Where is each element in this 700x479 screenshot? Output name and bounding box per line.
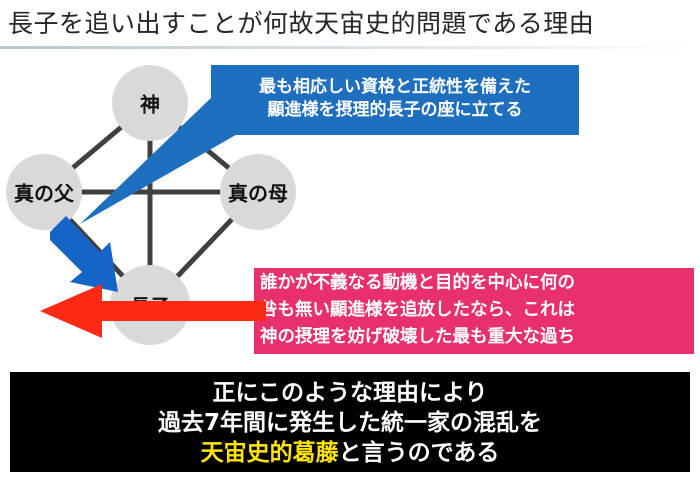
banner-highlight: 天宙史的葛藤 — [200, 440, 339, 466]
pink-callout-line: 神の摂理を妨げ破壊した最も重大な過ち — [260, 327, 575, 347]
node-god — [112, 65, 188, 141]
red-expulsion-arrow — [40, 284, 266, 338]
blue-arrow — [50, 216, 118, 292]
banner-line-1: 正にこのような理由により — [212, 380, 488, 406]
banner-line-2: 過去7年間に発生した統一家の混乱を — [157, 410, 542, 436]
blue-callout: 最も相応しい資格と正統性を備えた 顯進様を摂理的長子の座に立てる — [211, 65, 579, 135]
pink-callout-line: 咎も無い顯進様を追放したなら、これは — [260, 300, 575, 320]
title-divider — [0, 46, 700, 49]
pink-callout-line: 誰かが不義なる動機と目的を中心に何の — [260, 273, 575, 293]
page-title: 長子を追い出すことが何故天宙史的問題である理由 — [8, 9, 595, 38]
node-label-mother: 真の母 — [228, 181, 288, 206]
blue-callout-line: 顯進様を摂理的長子の座に立てる — [267, 100, 523, 120]
pink-callout: 誰かが不義なる動機と目的を中心に何の 咎も無い顯進様を追放したなら、これは 神の… — [254, 268, 694, 354]
blue-callout-pointer — [80, 96, 248, 224]
node-mother — [220, 154, 296, 230]
blue-callout-line: 最も相応しい資格と正統性を備えた — [259, 77, 531, 97]
node-label-father: 真の父 — [14, 181, 74, 206]
banner-line-3-rest: と言うのである — [338, 440, 500, 466]
node-label-god: 神 — [140, 92, 160, 117]
conclusion-banner: 正にこのような理由により 過去7年間に発生した統一家の混乱を 天宙史的葛藤と言う… — [10, 372, 690, 472]
banner-line-3: 天宙史的葛藤と言うのである — [10, 438, 690, 468]
node-father — [6, 154, 82, 230]
